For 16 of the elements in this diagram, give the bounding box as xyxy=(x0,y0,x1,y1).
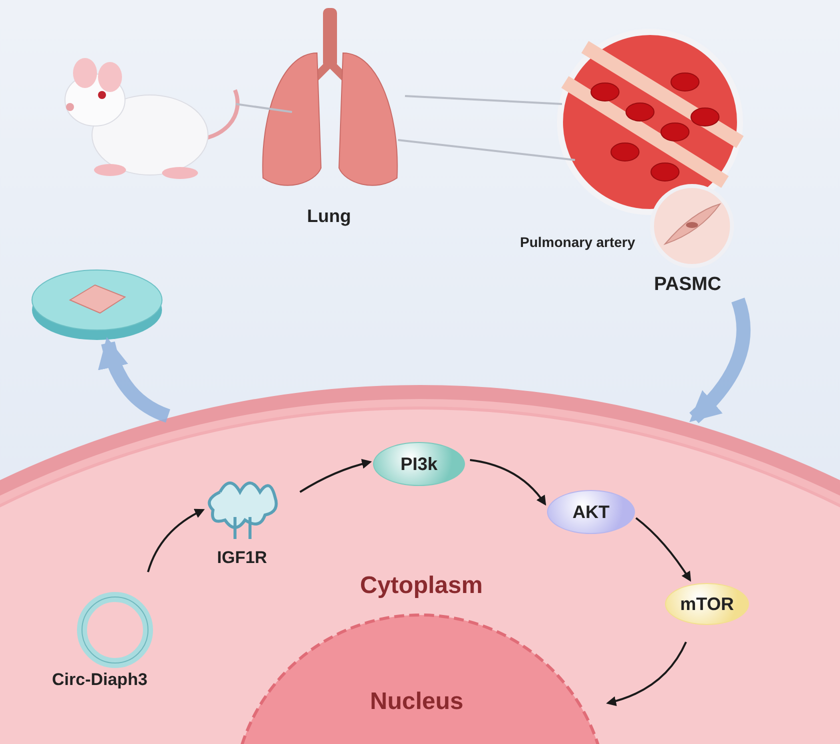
rna-label: Circ-Diaph3 xyxy=(52,670,148,690)
arrow xyxy=(635,517,692,582)
receptor-label: IGF1R xyxy=(217,548,268,568)
zoom-line xyxy=(236,103,292,113)
curved-arrow xyxy=(689,298,750,424)
arrow xyxy=(147,509,205,572)
lung-label: Lung xyxy=(307,206,351,227)
arrow xyxy=(299,459,372,493)
nucleus-label: Nucleus xyxy=(370,688,464,716)
arrow xyxy=(470,459,546,506)
curved-arrow xyxy=(98,337,170,423)
pasmc-label: PASMC xyxy=(654,274,722,296)
arrow xyxy=(606,642,687,706)
cytoplasm-label: Cytoplasm xyxy=(360,572,483,600)
zoom-line xyxy=(397,95,576,161)
artery-label: Pulmonary artery xyxy=(520,234,636,250)
